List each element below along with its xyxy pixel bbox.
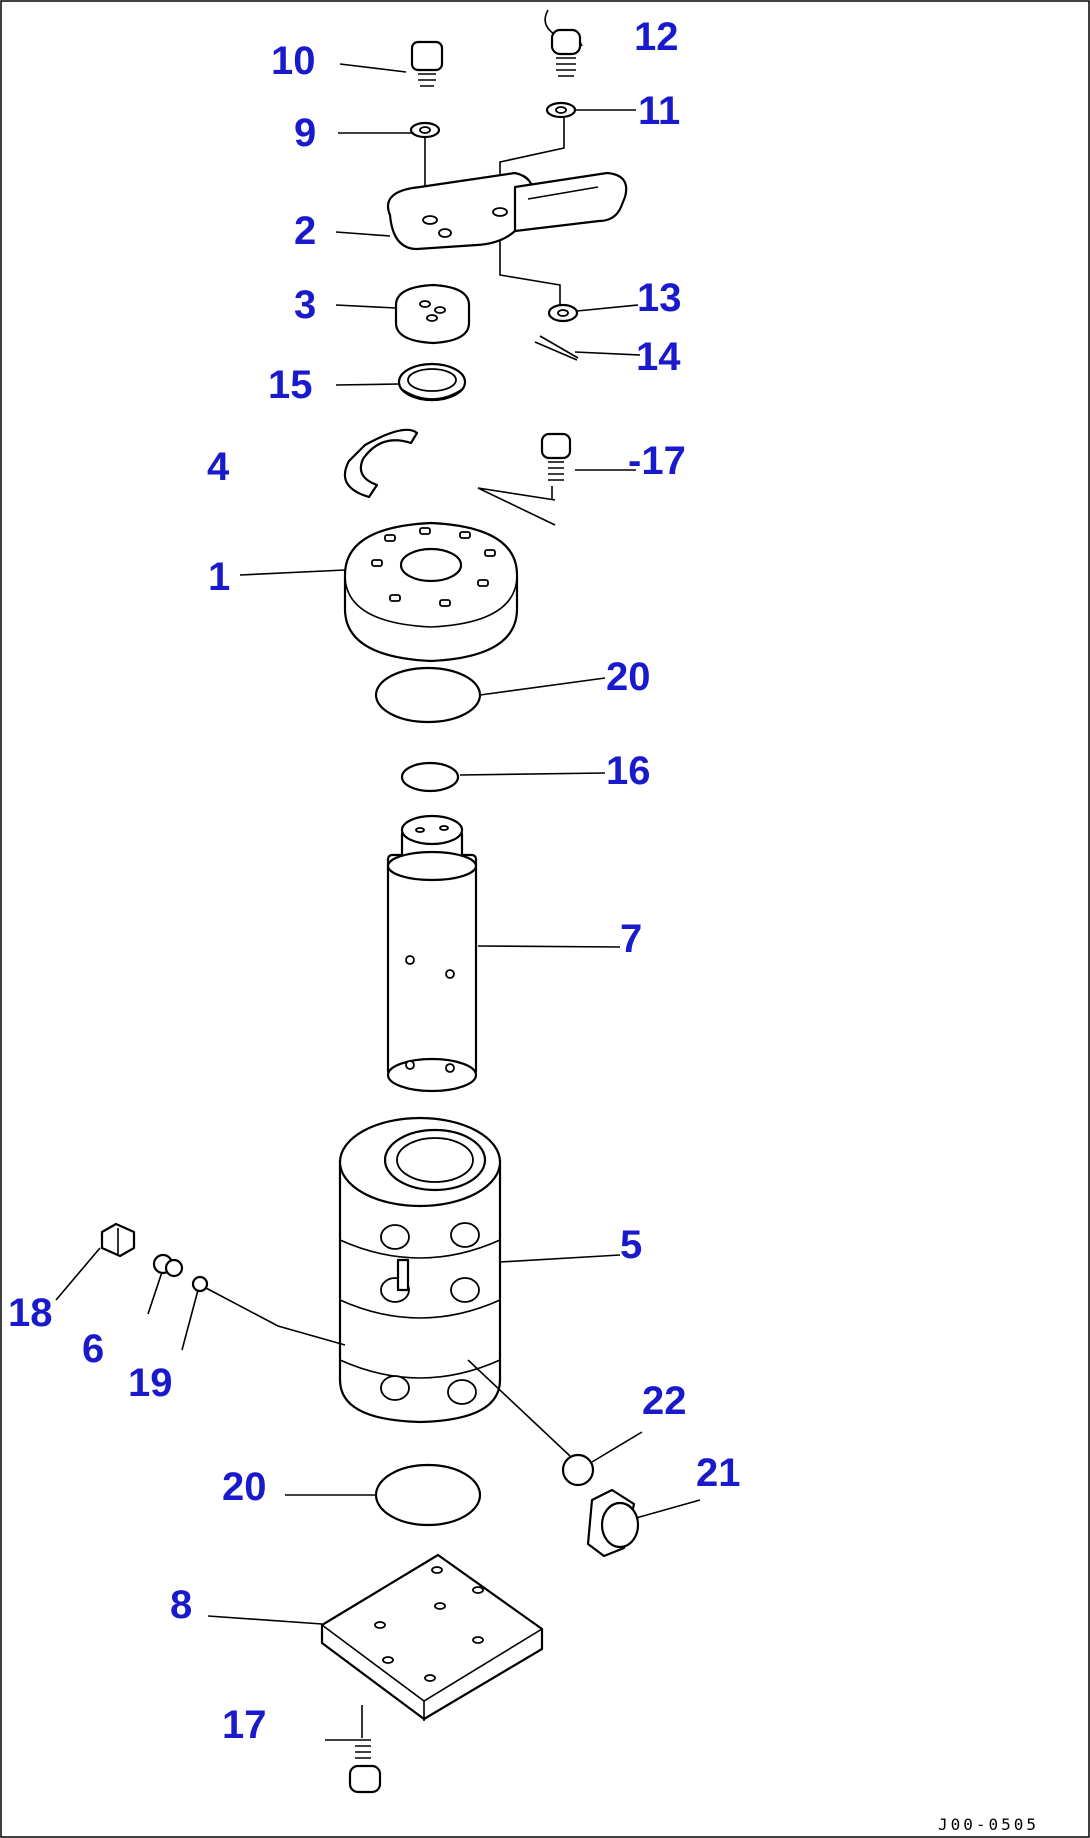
part-13-washer bbox=[547, 303, 579, 323]
callout-17-lower: 17 bbox=[222, 1703, 267, 1747]
callout-3: 3 bbox=[294, 283, 316, 327]
callout-5: 5 bbox=[620, 1223, 642, 1267]
callout-19: 19 bbox=[128, 1361, 173, 1405]
callout-13: 13 bbox=[637, 276, 682, 320]
callout-12: 12 bbox=[634, 15, 679, 59]
part-3-cap bbox=[394, 283, 471, 345]
callout-21: 21 bbox=[696, 1451, 741, 1495]
part-20-o-ring-lower bbox=[374, 1463, 482, 1527]
part-7-shaft bbox=[386, 814, 478, 1093]
part-5-swivel-body bbox=[338, 1116, 502, 1424]
callout-8: 8 bbox=[170, 1583, 192, 1627]
callout-11: 11 bbox=[638, 89, 680, 133]
callout-18: 18 bbox=[8, 1291, 53, 1335]
callout-20-upper: 20 bbox=[606, 655, 651, 699]
callout-15: 15 bbox=[268, 363, 313, 407]
callout-1: 1 bbox=[208, 555, 230, 599]
callout-7: 7 bbox=[620, 917, 642, 961]
callout-2: 2 bbox=[294, 209, 316, 253]
part-1-flange-cover bbox=[343, 521, 519, 663]
callout-17-upper: -17 bbox=[628, 439, 686, 483]
part-18-plug bbox=[100, 1222, 136, 1258]
part-8-bottom-plate bbox=[320, 1553, 544, 1738]
callout-22: 22 bbox=[642, 1379, 687, 1423]
part-17-bolt-upper bbox=[477, 432, 572, 526]
part-20-o-ring-upper bbox=[374, 666, 482, 724]
part-12-wing-bolt bbox=[544, 9, 582, 77]
callout-6: 6 bbox=[82, 1327, 104, 1371]
part-15-seal bbox=[397, 362, 467, 402]
part-10-bolt bbox=[410, 40, 444, 87]
part-17-bolt-lower bbox=[348, 1739, 382, 1794]
part-9-washer bbox=[409, 121, 441, 215]
leader-lines bbox=[55, 41, 701, 1741]
part-19-ball bbox=[191, 1275, 346, 1346]
callout-9: 9 bbox=[294, 111, 316, 155]
part-4-snap-ring bbox=[343, 428, 419, 499]
callout-16: 16 bbox=[606, 749, 651, 793]
part-14-pin bbox=[534, 335, 579, 361]
callout-14: 14 bbox=[636, 335, 681, 379]
part-6-o-ring bbox=[152, 1253, 184, 1278]
callout-10: 10 bbox=[271, 39, 316, 83]
part-21-plug bbox=[586, 1488, 640, 1558]
part-16-o-ring-small bbox=[400, 761, 460, 793]
figure-code: J00-0505 bbox=[938, 1815, 1039, 1834]
callout-20-lower: 20 bbox=[222, 1465, 267, 1509]
part-22-ball bbox=[467, 1359, 595, 1487]
part-2-lock-plate bbox=[387, 171, 628, 305]
callout-4: 4 bbox=[207, 445, 230, 489]
